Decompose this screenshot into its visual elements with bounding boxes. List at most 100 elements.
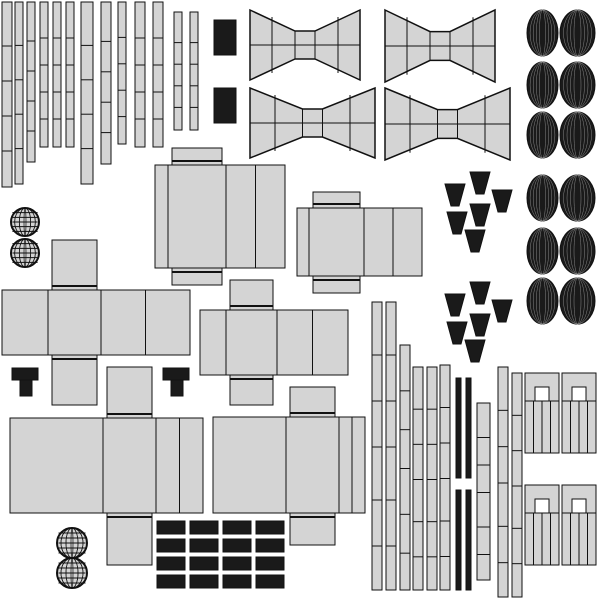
box-center [47, 289, 102, 356]
uv-panel-icon [561, 484, 597, 566]
uv-dense-mesh-icon [559, 61, 596, 109]
dense-mesh-icon [255, 538, 285, 553]
uv-strip-icon [399, 344, 411, 591]
dense-mesh-icon [189, 520, 219, 535]
strip [511, 372, 523, 598]
uv-strip-icon [173, 11, 183, 131]
box-center [167, 164, 227, 269]
uv-strip-icon [497, 366, 509, 598]
uv-strip-icon [511, 372, 523, 598]
panel-hole [534, 386, 550, 402]
strip [100, 1, 112, 165]
dense-mesh-icon [464, 339, 486, 363]
wire-edge [563, 227, 592, 275]
uv-dense-mesh-icon [526, 9, 559, 57]
wire-edge [563, 61, 592, 109]
box-center [102, 417, 157, 514]
uv-bowtie-icon [249, 86, 376, 160]
uv-strip-icon [371, 301, 383, 591]
uv-strip-icon [152, 1, 164, 148]
uv-strip-icon [80, 1, 94, 185]
uv-strip-icon [26, 1, 36, 163]
strip [399, 344, 411, 591]
strip [497, 366, 509, 598]
dense-mesh-icon [222, 520, 252, 535]
strip [385, 301, 397, 591]
uv-strip-icon [426, 366, 438, 591]
wire-edge [529, 277, 556, 325]
uv-dense-mesh-icon [559, 174, 596, 222]
wire-edge [563, 174, 592, 222]
dense-strip [465, 489, 472, 591]
uv-strip-icon [189, 11, 199, 131]
dense-mesh-icon [156, 520, 186, 535]
dense-mesh-icon [170, 379, 184, 397]
strip [439, 364, 451, 591]
wire-edge [60, 557, 84, 589]
uv-strip-icon [439, 364, 451, 591]
wire-edge [529, 111, 556, 159]
uv-bowtie-icon [249, 8, 361, 82]
panel-hole [571, 498, 587, 514]
uv-bowtie-icon [384, 8, 496, 84]
uv-dense-mesh-icon [526, 227, 559, 275]
oval [559, 61, 596, 109]
oval [526, 61, 559, 109]
box-center [285, 416, 340, 514]
uv-strip-icon [52, 1, 62, 148]
uv-strip-icon [39, 1, 49, 148]
uv-dense-mesh-icon [559, 9, 596, 57]
uv-strip-icon [14, 1, 24, 185]
uv-strip-icon [100, 1, 112, 165]
oval [526, 227, 559, 275]
strip [52, 1, 62, 148]
wire-edge [529, 174, 556, 222]
dense-mesh-icon [162, 367, 190, 381]
uv-dense-mesh-icon [526, 174, 559, 222]
dense-mesh-icon [469, 281, 491, 305]
dense-mesh-icon [491, 189, 513, 213]
strip [117, 1, 127, 145]
uv-sphere-icon [10, 207, 40, 237]
uv-sphere-icon [56, 557, 88, 589]
wire-edge [563, 9, 592, 57]
dense-mesh-icon [444, 293, 466, 317]
uv-strip-icon [412, 366, 424, 591]
strip [80, 1, 94, 185]
dense-mesh-icon [213, 87, 237, 124]
dense-mesh-icon [222, 574, 252, 589]
dense-mesh-icon [464, 229, 486, 253]
oval [559, 9, 596, 57]
uv-dense-mesh-icon [526, 61, 559, 109]
dense-mesh-icon [469, 203, 491, 227]
wire-edge [14, 207, 36, 237]
panel-hole [534, 498, 550, 514]
dense-mesh-icon [444, 183, 466, 207]
dense-strip [465, 377, 472, 479]
strip [65, 1, 75, 148]
dense-strip [455, 377, 462, 479]
uv-box-unwrap-icon [9, 366, 204, 566]
wire-edge [529, 61, 556, 109]
dense-strip [455, 489, 462, 591]
uv-box-unwrap-icon [154, 147, 286, 286]
uv-dense-mesh-icon [526, 277, 559, 325]
strip [1, 1, 13, 188]
dense-mesh-icon [222, 538, 252, 553]
oval [559, 227, 596, 275]
strip [476, 402, 491, 581]
box-center [225, 309, 278, 376]
uv-bowtie-icon [384, 86, 511, 162]
strip [412, 366, 424, 591]
strip [173, 11, 183, 131]
dense-mesh-icon [222, 556, 252, 571]
uv-strip-icon [476, 402, 491, 581]
dense-mesh-icon [11, 367, 39, 381]
dense-mesh-icon [491, 299, 513, 323]
oval [526, 174, 559, 222]
uv-panel-icon [524, 484, 560, 566]
strip [14, 1, 24, 185]
wire-edge [529, 227, 556, 275]
uv-dense-mesh-icon [559, 111, 596, 159]
dense-mesh-icon [213, 19, 237, 56]
